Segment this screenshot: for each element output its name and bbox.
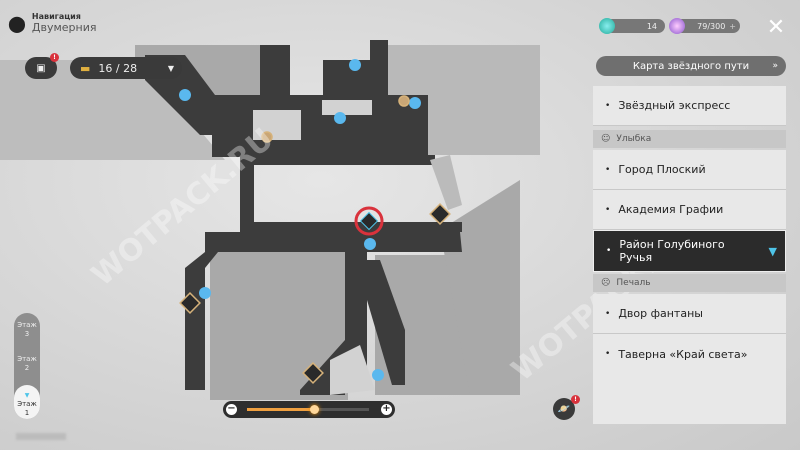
location-label: Двор фантаны	[618, 307, 703, 320]
location-label: Звёздный экспресс	[618, 99, 731, 112]
trailblaze-power-counter: 79/300 +	[669, 18, 740, 34]
location-list-sorrow: •Двор фантаны •Таверна «Край света»	[593, 294, 786, 424]
close-button[interactable]: ✕	[766, 15, 786, 40]
chevron-right-icon: »	[772, 61, 778, 71]
zoom-handle[interactable]	[310, 405, 320, 414]
group-header-sorrow: ☹ Печаль	[593, 274, 786, 292]
chest-counter-dropdown[interactable]: ▬ 16 / 28 ▼	[70, 57, 182, 79]
stellar-jade-counter: 14	[599, 18, 665, 34]
location-label: Город Плоский	[618, 163, 706, 176]
planet-icon: 🪐	[557, 403, 571, 415]
location-item[interactable]: •Двор фантаны	[593, 294, 786, 334]
location-label: Район Голубиного Ручья	[619, 238, 725, 264]
book-icon: ▣	[36, 62, 46, 74]
location-name: Двумерния	[31, 21, 97, 34]
navigation-header: ⬤ Навигация Двумерния	[8, 12, 97, 34]
mission-log-button[interactable]: ▣	[25, 57, 57, 79]
notification-badge: !	[50, 53, 59, 62]
location-item-selected[interactable]: •Район Голубиного Ручья▼	[593, 230, 786, 272]
star-map-label: Карта звёздного пути	[632, 60, 750, 72]
location-label: Академия Графии	[618, 203, 724, 216]
group-header-smile: ☺ Улыбка	[593, 130, 786, 148]
mission-notification-badge: !	[571, 395, 580, 404]
location-item[interactable]: •Академия Графии	[593, 190, 786, 230]
chest-icon: ▬	[80, 61, 91, 75]
add-power-button[interactable]: +	[729, 21, 736, 31]
teleport-icons	[179, 59, 421, 381]
group-name: Улыбка	[616, 134, 652, 144]
zoom-slider[interactable]: − +	[223, 401, 395, 418]
current-location-icon: ▼	[768, 244, 777, 258]
map-rooms	[253, 100, 462, 395]
zoom-in-button[interactable]: +	[381, 403, 392, 415]
group-name: Печаль	[616, 278, 651, 288]
location-item[interactable]: •Таверна «Край света»	[605, 347, 748, 361]
location-pin-icon: ⬤	[8, 13, 26, 33]
chest-count: 16 / 28	[98, 61, 138, 75]
location-list-smile: •Город Плоский •Академия Графии •Район Г…	[593, 150, 786, 272]
smile-mask-icon: ☺	[601, 134, 611, 144]
nav-label: Навигация	[31, 12, 81, 21]
uid-label	[16, 433, 66, 440]
location-label: Таверна «Край света»	[618, 347, 748, 361]
current-location-marker	[354, 206, 384, 236]
star-map-button[interactable]: Карта звёздного пути »	[596, 56, 786, 76]
stellar-jade-value: 14	[646, 21, 657, 31]
chevron-down-icon: ▼	[167, 63, 174, 73]
trailblaze-mission-button[interactable]: 🪐	[553, 398, 575, 420]
zoom-track[interactable]	[247, 405, 369, 414]
location-item[interactable]: •Город Плоский	[593, 150, 786, 190]
location-list-top: •Звёздный экспресс	[593, 86, 786, 126]
zoom-out-button[interactable]: −	[226, 403, 237, 415]
stellar-jade-icon	[599, 18, 615, 34]
location-item[interactable]: •Звёздный экспресс	[593, 86, 786, 126]
trailblaze-power-value: 79/300	[697, 21, 726, 31]
poi-icons	[179, 95, 451, 384]
sad-mask-icon: ☹	[601, 278, 611, 288]
trailblaze-power-icon	[669, 18, 685, 34]
zoom-fill	[247, 408, 315, 411]
